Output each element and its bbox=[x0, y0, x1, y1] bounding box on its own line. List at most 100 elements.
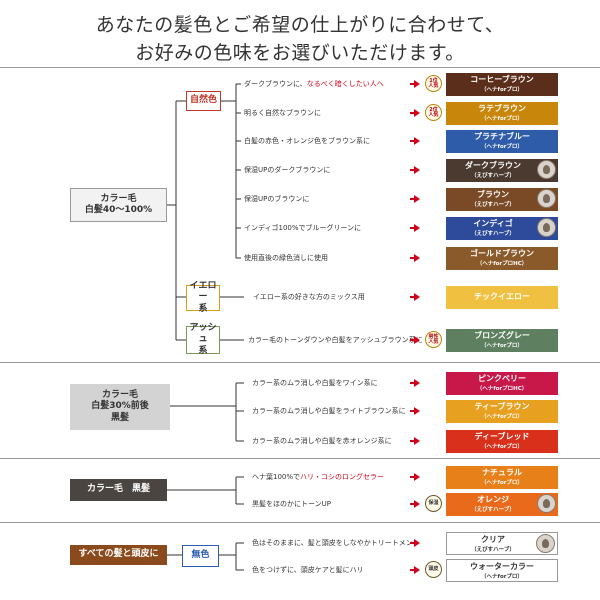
row-description-text: 保湿UPのダークブラウンに bbox=[244, 166, 331, 174]
product-name: ピンクベリー bbox=[478, 374, 526, 383]
row-description-text: カラー毛のトーンダウンや白髪をアッシュブラウン系に bbox=[248, 336, 423, 344]
divider-2 bbox=[0, 458, 600, 459]
arrow-right-icon bbox=[410, 254, 420, 262]
category-black-hair: カラー毛 黒髪 bbox=[70, 479, 167, 501]
product-button[interactable]: ブラウン （えびすハーブ） bbox=[446, 188, 558, 211]
arrow-right-icon bbox=[410, 407, 420, 415]
product-button[interactable]: ディーブレッド （ヘナforプロ） bbox=[446, 430, 558, 453]
product-button[interactable]: ダークブラウン （えびすハーブ） bbox=[446, 159, 558, 182]
product-line: （えびすハーブ） bbox=[471, 547, 515, 553]
subgroup-natural: 自然色 bbox=[186, 91, 221, 111]
product-name: オレンジ bbox=[477, 495, 509, 504]
product-name: ブロンズグレー bbox=[474, 331, 530, 340]
row-description-highlight: なるべく暗くしたい人へ bbox=[306, 80, 384, 88]
product-photo-icon bbox=[537, 218, 556, 237]
product-line: （えびすハーブ） bbox=[471, 173, 515, 179]
arrow-right-icon bbox=[410, 473, 420, 481]
product-name: ラテブラウン bbox=[478, 104, 526, 113]
product-name: プラチナブルー bbox=[474, 132, 530, 141]
arrow-right-icon bbox=[410, 224, 420, 232]
product-name: クリア bbox=[481, 535, 505, 544]
arrow-right-icon bbox=[410, 109, 420, 117]
divider-top bbox=[0, 67, 600, 68]
product-line: （ヘナforプロHC） bbox=[476, 261, 528, 267]
product-line: （えびすハーブ） bbox=[471, 202, 515, 208]
row-description: 色をつけずに、頭皮ケアと髪にハリ bbox=[252, 565, 364, 575]
subgroup-colorless: 無色 bbox=[182, 545, 219, 567]
row-description: 明るく自然なブラウンに bbox=[244, 108, 321, 118]
product-button[interactable]: ゴールドブラウン（ヘナforプロHC） bbox=[446, 247, 558, 270]
category-gray-hair-40-100: カラー毛 白髪40～100% bbox=[70, 188, 167, 222]
divider-1 bbox=[0, 362, 600, 363]
arrow-right-icon bbox=[410, 539, 420, 547]
product-line: （えびすハーブ） bbox=[471, 507, 515, 513]
product-button[interactable]: コーヒーブラウン （ヘナforプロ） bbox=[446, 73, 558, 96]
arrow-right-icon bbox=[410, 137, 420, 145]
product-button[interactable]: ナチュラル（ヘナforプロ） bbox=[446, 466, 558, 489]
row-description: 保湿UPのブラウンに bbox=[244, 194, 309, 204]
badge-icon: 男性 人気 bbox=[425, 331, 442, 348]
product-button[interactable]: チックイエロー bbox=[446, 286, 558, 309]
row-description: 使用直後の緑色消しに使用 bbox=[244, 253, 328, 263]
row-description: カラー系のムラ消しや白髪をワイン系に bbox=[252, 378, 378, 388]
row-description-text: 色はそのままに、髪と頭皮をしなやかトリートメント bbox=[252, 539, 420, 547]
product-button[interactable]: ウォーターカラー （ヘナforプロ） bbox=[446, 559, 558, 582]
badge-icon: 保湿 bbox=[425, 495, 442, 512]
product-button[interactable]: ラテブラウン（ヘナforプロ） bbox=[446, 102, 558, 125]
product-button[interactable]: オレンジ （えびすハーブ） bbox=[446, 493, 558, 516]
row-description-text: カラー系のムラ消しや白髪をライトブラウン系に bbox=[252, 407, 406, 415]
arrow-right-icon bbox=[410, 293, 420, 301]
product-photo-icon bbox=[536, 534, 555, 553]
badge-icon: 1位 人気 bbox=[425, 75, 442, 92]
row-description: 黒髪をほのかにトーンUP bbox=[252, 499, 331, 509]
product-name: ウォーターカラー bbox=[470, 562, 534, 571]
product-line: （ヘナforプロ） bbox=[481, 444, 523, 450]
product-name: ダークブラウン bbox=[465, 161, 521, 170]
row-description-text: カラー系のムラ消しや白髪をワイン系に bbox=[252, 379, 378, 387]
row-description-text: インディゴ100%でブルーグリーンに bbox=[244, 224, 362, 232]
product-button[interactable]: ピンクベリー （ヘナforプロHC） bbox=[446, 372, 558, 395]
row-description: 白髪の赤色・オレンジ色をブラウン系に bbox=[244, 136, 370, 146]
product-photo-icon bbox=[537, 494, 556, 513]
arrow-right-icon bbox=[410, 500, 420, 508]
arrow-right-icon bbox=[410, 379, 420, 387]
product-line: （ヘナforプロ） bbox=[481, 87, 523, 93]
product-line: （ヘナforプロ） bbox=[481, 144, 523, 150]
subgroup-yellow: イエロー 系 bbox=[186, 281, 220, 314]
product-line: （ヘナforプロ） bbox=[481, 574, 523, 580]
badge-icon: 頭皮 bbox=[425, 561, 442, 578]
product-name: ナチュラル bbox=[482, 468, 522, 477]
row-description-text: 使用直後の緑色消しに使用 bbox=[244, 254, 328, 262]
row-description-text: 明るく自然なブラウンに bbox=[244, 109, 321, 117]
product-name: ディーブレッド bbox=[474, 432, 530, 441]
row-description: ダークブラウンに、なるべく暗くしたい人へ bbox=[244, 79, 384, 89]
row-description-text: ヘナ葉100%で bbox=[252, 473, 301, 481]
row-description: インディゴ100%でブルーグリーンに bbox=[244, 223, 361, 233]
product-line: （えびすハーブ） bbox=[471, 231, 515, 237]
row-description-text: 色をつけずに、頭皮ケアと髪にハリ bbox=[252, 566, 364, 574]
arrow-right-icon bbox=[410, 336, 420, 344]
row-description: カラー毛のトーンダウンや白髪をアッシュブラウン系に bbox=[248, 335, 423, 345]
product-button[interactable]: インディゴ（えびすハーブ） bbox=[446, 217, 558, 240]
arrow-right-icon bbox=[410, 566, 420, 574]
product-name: ブラウン bbox=[477, 190, 509, 199]
row-description-text: ダークブラウンに、 bbox=[244, 80, 307, 88]
product-button[interactable]: ティーブラウン（ヘナforプロ） bbox=[446, 400, 558, 423]
product-button[interactable]: ブロンズグレー（ヘナforプロ） bbox=[446, 329, 558, 352]
row-description-text: 保湿UPのブラウンに bbox=[244, 195, 310, 203]
category-all-hair-scalp: すべての髪と頭皮に bbox=[70, 545, 167, 565]
row-description-highlight: ハリ・コシのロングセラー bbox=[300, 473, 385, 481]
product-button[interactable]: プラチナブルー （ヘナforプロ） bbox=[446, 130, 558, 153]
product-line: （ヘナforプロHC） bbox=[476, 386, 528, 392]
row-description: 色はそのままに、髪と頭皮をしなやかトリートメント bbox=[252, 538, 420, 548]
arrow-right-icon bbox=[410, 195, 420, 203]
row-description: 保湿UPのダークブラウンに bbox=[244, 165, 330, 175]
product-button[interactable]: クリア （えびすハーブ） bbox=[446, 532, 558, 555]
product-photo-icon bbox=[537, 189, 556, 208]
product-line: （ヘナforプロ） bbox=[481, 414, 523, 420]
category-gray-hair-30: カラー毛 白髪30%前後 黒髪 bbox=[70, 384, 170, 430]
row-description: カラー系のムラ消しや白髪を赤オレンジ系に bbox=[252, 436, 392, 446]
row-description-text: 黒髪をほのかにトーンUP bbox=[252, 500, 331, 508]
row-description-text: 白髪の赤色・オレンジ色をブラウン系に bbox=[244, 137, 370, 145]
product-name: コーヒーブラウン bbox=[470, 75, 534, 84]
